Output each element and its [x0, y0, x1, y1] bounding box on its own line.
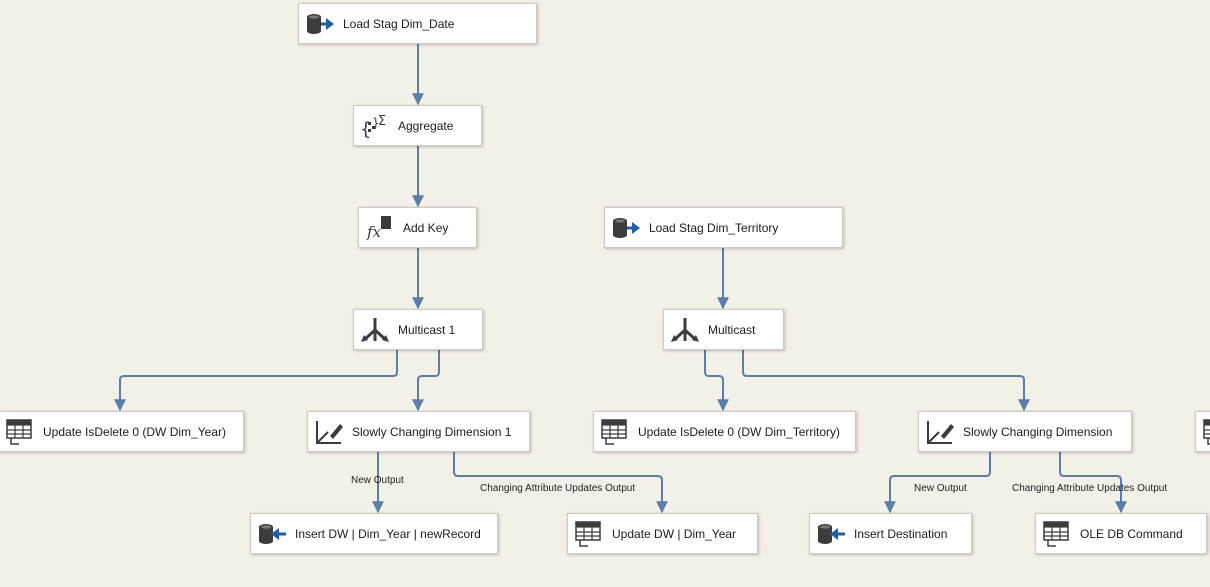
node-add-key[interactable]: fx Add Key [358, 207, 477, 248]
path-label-changing-attribute-updates-output[interactable]: Changing Attribute Updates Output [480, 483, 636, 494]
slowly-changing-dimension-icon [923, 417, 957, 447]
path-multicast-to-scd [742, 350, 1030, 412]
path-scd-to-ole-db-command [1059, 452, 1127, 514]
node-label: Load Stag Dim_Date [343, 16, 455, 31]
node-label: Aggregate [398, 118, 454, 133]
node-slowly-changing-dimension-1[interactable]: Slowly Changing Dimension 1 [307, 411, 530, 452]
node-load-stag-dim-date[interactable]: Load Stag Dim_Date [298, 3, 537, 44]
node-insert-destination[interactable]: Insert Destination [809, 513, 972, 554]
node-label: Slowly Changing Dimension [963, 424, 1113, 439]
ole-db-command-icon [1200, 417, 1210, 447]
node-label: Insert DW | Dim_Year | newRecord [295, 526, 481, 541]
path-scd1-to-update-dw-year [453, 452, 668, 514]
node-label: Add Key [403, 220, 449, 235]
svg-text:fx: fx [366, 223, 382, 241]
ole-db-command-icon [572, 519, 606, 549]
node-label: Update IsDelete 0 (DW Dim_Territory) [638, 424, 841, 439]
ole-db-command-icon [3, 417, 37, 447]
slowly-changing-dimension-icon [312, 417, 346, 447]
aggregate-icon: {}Σ [358, 111, 392, 141]
path-multicast1-to-scd1 [412, 350, 440, 412]
source-database-icon [303, 9, 337, 39]
svg-text:{: { [360, 119, 371, 139]
ole-db-command-icon [598, 417, 632, 447]
node-label: OLE DB Command [1080, 526, 1183, 541]
path-multicast-to-update-isdelete-territory [704, 350, 729, 412]
node-load-stag-dim-territory[interactable]: Load Stag Dim_Territory [604, 207, 843, 248]
path-label-new-output[interactable]: New Output [914, 483, 967, 494]
multicast-icon [358, 315, 392, 345]
destination-database-icon [814, 519, 848, 549]
svg-text:}: } [372, 116, 380, 130]
node-partial-offscreen[interactable] [1195, 411, 1210, 452]
path-label-new-output[interactable]: New Output [351, 475, 404, 486]
node-label: Update IsDelete 0 (DW Dim_Year) [43, 424, 226, 439]
node-label: Slowly Changing Dimension 1 [352, 424, 512, 439]
svg-text:Σ: Σ [378, 114, 386, 129]
source-database-icon [609, 213, 643, 243]
node-ole-db-command[interactable]: OLE DB Command [1035, 513, 1207, 554]
node-label: Multicast 1 [398, 322, 456, 337]
destination-database-icon [255, 519, 289, 549]
multicast-icon [668, 315, 702, 345]
node-label: Load Stag Dim_Territory [649, 220, 779, 235]
derived-column-icon: fx [363, 213, 397, 243]
node-label: Multicast [708, 322, 756, 337]
node-update-isdelete-dim-year[interactable]: Update IsDelete 0 (DW Dim_Year) [0, 411, 244, 452]
node-label: Insert Destination [854, 526, 948, 541]
node-label: Update DW | Dim_Year [612, 526, 737, 541]
ole-db-command-icon [1040, 519, 1074, 549]
node-insert-dw-dim-year-newrecord[interactable]: Insert DW | Dim_Year | newRecord [250, 513, 498, 554]
node-update-dw-dim-year[interactable]: Update DW | Dim_Year [567, 513, 758, 554]
path-scd-to-insert-destination [884, 452, 991, 514]
node-multicast[interactable]: Multicast [663, 309, 784, 350]
node-multicast-1[interactable]: Multicast 1 [353, 309, 483, 350]
node-aggregate[interactable]: {}Σ Aggregate [353, 105, 482, 146]
node-slowly-changing-dimension[interactable]: Slowly Changing Dimension [918, 411, 1132, 452]
node-update-isdelete-dim-territory[interactable]: Update IsDelete 0 (DW Dim_Territory) [593, 411, 856, 452]
path-label-changing-attribute-updates-output[interactable]: Changing Attribute Updates Output [1012, 483, 1168, 494]
path-multicast1-to-update-isdelete-year [114, 350, 398, 412]
